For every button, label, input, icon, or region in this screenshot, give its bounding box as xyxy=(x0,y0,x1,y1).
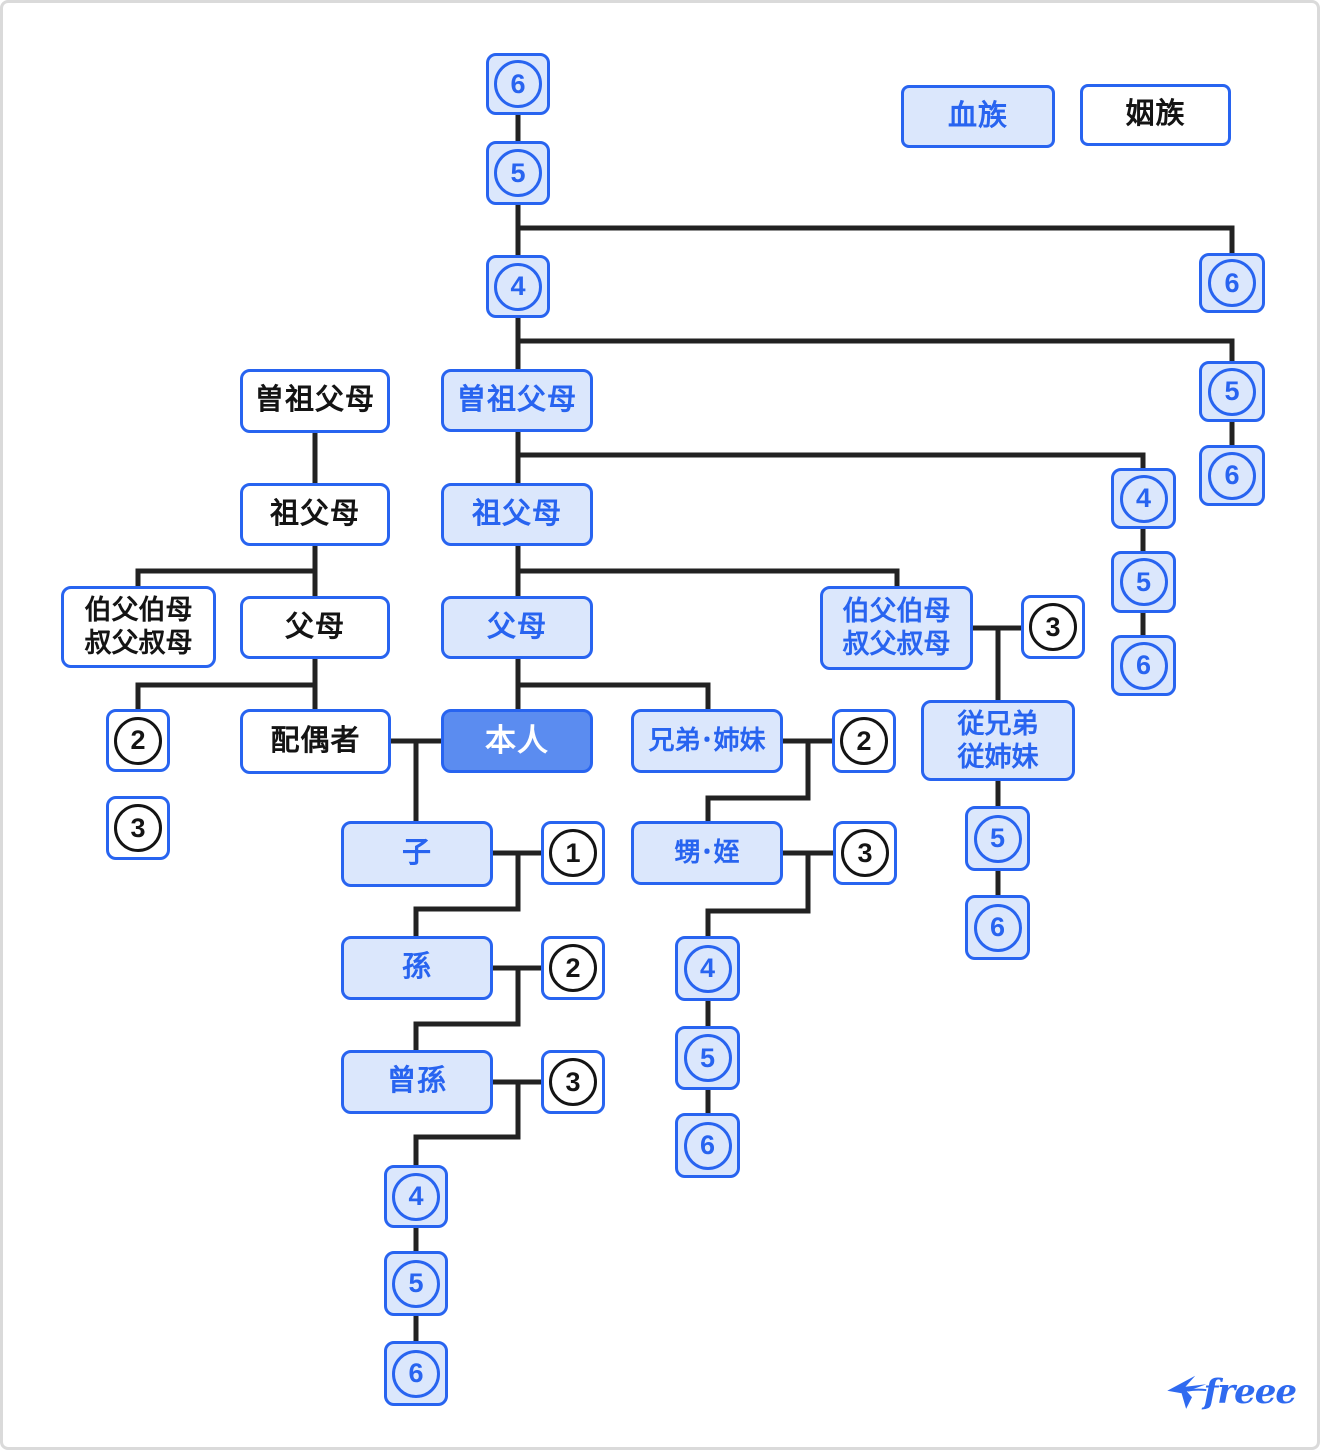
spouse-uncles-aunts: 伯父伯母 叔父叔母 xyxy=(61,586,216,668)
collateral-degree-6-c: 6 xyxy=(1111,635,1176,696)
nephew-niece: 甥･姪 xyxy=(631,821,783,885)
child: 子 xyxy=(341,821,493,887)
freee-bird-icon xyxy=(1167,1375,1207,1409)
legend-relatives-by-marriage: 姻族 xyxy=(1080,84,1231,146)
degree-6-ancestor: 6 xyxy=(486,53,550,115)
nephew-line-degree-4: 4 xyxy=(675,936,740,1001)
collateral-degree-5-b: 5 xyxy=(1111,551,1176,613)
self: 本人 xyxy=(441,709,593,773)
spouse-side-degree-2: 2 xyxy=(106,709,170,772)
spouse: 配偶者 xyxy=(240,709,391,774)
descendant-degree-4: 4 xyxy=(384,1165,448,1228)
cousin-line-degree-6: 6 xyxy=(965,895,1030,960)
cousins: 従兄弟 従姉妹 xyxy=(921,700,1075,781)
cousin-line-degree-5: 5 xyxy=(965,806,1030,871)
great-grandchild: 曾孫 xyxy=(341,1050,493,1114)
collateral-degree-5: 5 xyxy=(1199,361,1265,422)
nephew-line-degree-5: 5 xyxy=(675,1026,740,1090)
legend-blood-label: 血族 xyxy=(947,99,1008,132)
sibling-spouse-degree-2: 2 xyxy=(832,709,896,773)
nephew-line-degree-6: 6 xyxy=(675,1113,740,1178)
child-spouse-degree-1: 1 xyxy=(541,821,605,885)
nephew-niece-spouse-degree-3: 3 xyxy=(833,821,897,885)
legend-inlaw-label: 姻族 xyxy=(1125,98,1186,131)
spouse-grandparents: 祖父母 xyxy=(240,483,390,546)
collateral-degree-6-b: 6 xyxy=(1199,445,1265,506)
spouse-great-grandparents: 曽祖父母 xyxy=(240,369,390,433)
descendant-degree-5: 5 xyxy=(384,1251,448,1316)
spouse-side-degree-3: 3 xyxy=(106,796,170,860)
collateral-degree-4: 4 xyxy=(1111,468,1176,529)
great-grandchild-spouse-degree-3: 3 xyxy=(541,1050,605,1114)
uncle-aunt-spouse-degree-3: 3 xyxy=(1021,595,1085,659)
connectors xyxy=(135,115,1235,1341)
degree-5-ancestor: 5 xyxy=(486,141,550,205)
degree-4-ancestor: 4 xyxy=(486,255,550,318)
freee-logo: freee xyxy=(1166,1361,1297,1423)
descendant-degree-6: 6 xyxy=(384,1341,448,1406)
great-grandparents: 曽祖父母 xyxy=(441,369,593,432)
grandparents: 祖父母 xyxy=(441,483,593,546)
collateral-degree-6-top: 6 xyxy=(1199,253,1265,313)
freee-logo-text: freee xyxy=(1203,1372,1297,1412)
siblings: 兄弟･姉妹 xyxy=(631,709,783,773)
legend-blood-relatives: 血族 xyxy=(901,85,1055,148)
grandchild-spouse-degree-2: 2 xyxy=(541,936,605,1000)
connector-lines xyxy=(135,115,1235,1341)
parents: 父母 xyxy=(441,596,593,659)
uncles-aunts: 伯父伯母 叔父叔母 xyxy=(820,586,973,670)
grandchild: 孫 xyxy=(341,936,493,1000)
spouse-parents: 父母 xyxy=(240,596,390,659)
